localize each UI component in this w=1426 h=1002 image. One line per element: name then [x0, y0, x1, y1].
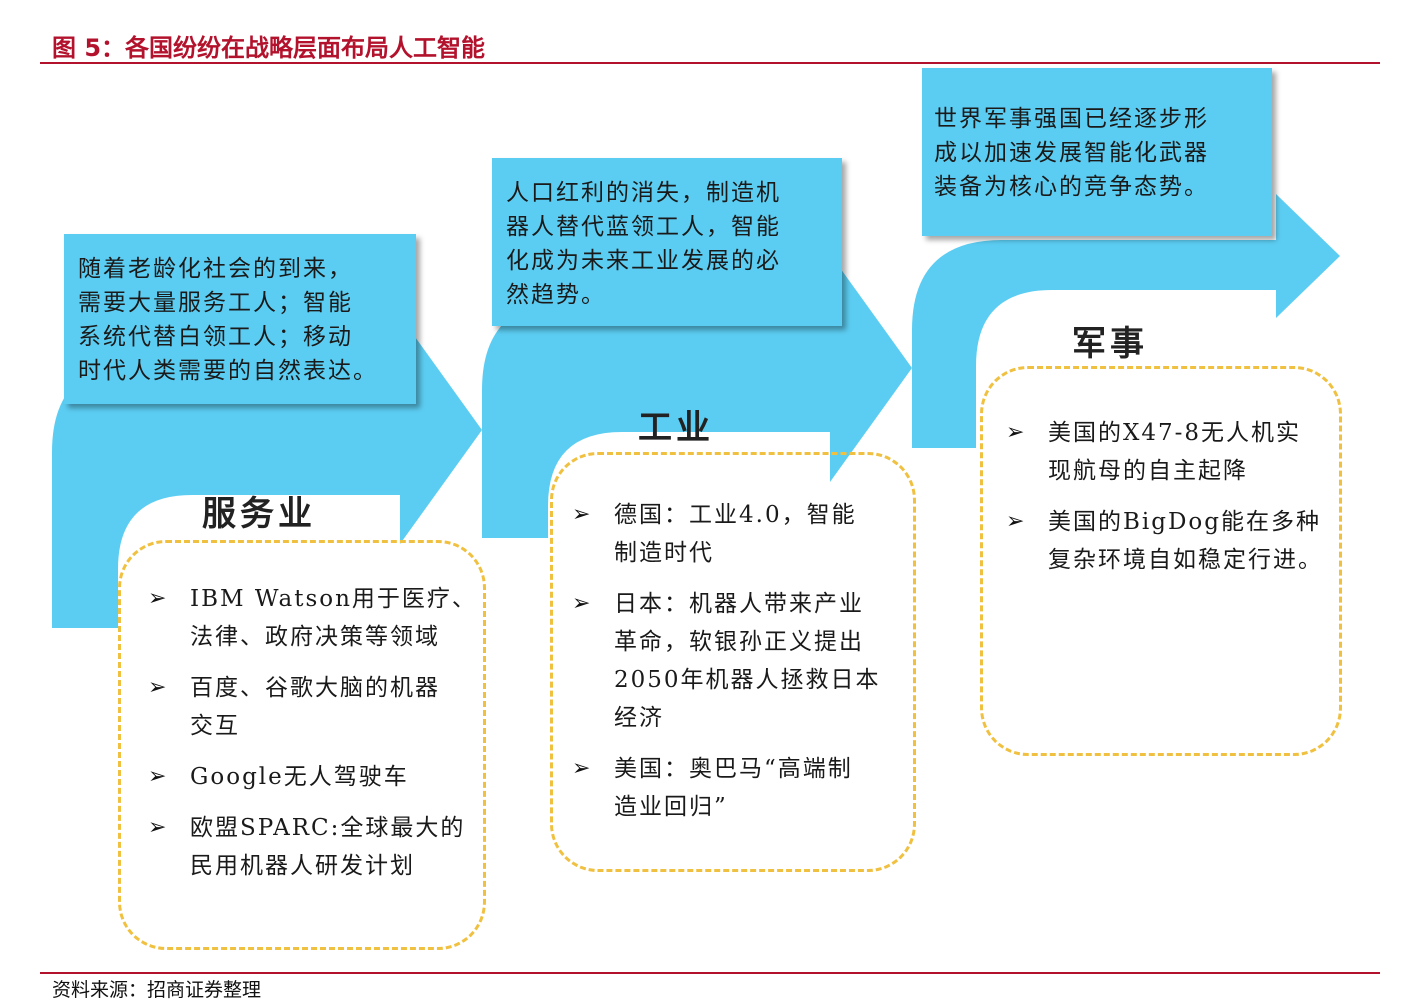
- service-examples-box: [118, 540, 486, 950]
- arrow-bullet-icon: ➢: [1006, 509, 1027, 534]
- bullet-line: 交互: [190, 713, 240, 739]
- list-item: ➢ 美国的BigDog能在多种 复杂环境自如稳定行进。: [1006, 503, 1323, 579]
- top-divider: [40, 62, 1380, 64]
- bullet-line: 经济: [614, 705, 664, 731]
- bullet-line: 美国的BigDog能在多种: [1048, 509, 1321, 535]
- bullet-line: 复杂环境自如稳定行进。: [1048, 547, 1323, 573]
- callout-line: 世界军事强国已经逐步形: [934, 106, 1209, 132]
- bullet-line: 百度、谷歌大脑的机器: [190, 675, 440, 701]
- bullet-line: 欧盟SPARC:全球最大的: [190, 815, 466, 841]
- bullet-line: 法律、政府决策等领域: [190, 624, 440, 650]
- callout-line: 系统代替白领工人；移动: [78, 324, 353, 350]
- callout-line: 装备为核心的竞争态势。: [934, 174, 1209, 200]
- industry-bullet-list: ➢ 德国：工业4.0，智能 制造时代 ➢ 日本：机器人带来产业 革命，软银孙正义…: [572, 496, 881, 839]
- callout-line: 需要大量服务工人；智能: [78, 290, 353, 316]
- arrow-military: [912, 194, 1340, 448]
- military-examples-box: [980, 366, 1342, 756]
- callout-military: 世界军事强国已经逐步形 成以加速发展智能化武器 装备为核心的竞争态势。: [922, 68, 1272, 236]
- bullet-line: 民用机器人研发计划: [190, 853, 415, 879]
- arrow-bullet-icon: ➢: [572, 591, 593, 616]
- bullet-line: 制造时代: [614, 540, 714, 566]
- callout-line: 时代人类需要的自然表达。: [78, 358, 378, 384]
- list-item: ➢ 日本：机器人带来产业 革命，软银孙正义提出 2050年机器人拯救日本 经济: [572, 585, 881, 737]
- stage-title-military: 军事: [1072, 324, 1148, 364]
- arrow-bullet-icon: ➢: [148, 764, 169, 789]
- callout-line: 然趋势。: [506, 282, 606, 308]
- list-item: ➢ 欧盟SPARC:全球最大的 民用机器人研发计划: [148, 809, 477, 885]
- source-note: 资料来源：招商证券整理: [52, 979, 262, 1001]
- arrow-bullet-icon: ➢: [148, 586, 169, 611]
- stage-title-service: 服务业: [202, 494, 316, 534]
- bullet-line: 日本：机器人带来产业: [614, 591, 864, 617]
- arrow-bullet-icon: ➢: [572, 502, 593, 527]
- list-item: ➢ Google无人驾驶车: [148, 758, 477, 796]
- callout-line: 器人替代蓝领工人，智能: [506, 214, 781, 240]
- bullet-line: 美国：奥巴马“高端制: [614, 756, 853, 782]
- bullet-line: 美国的X47-8无人机实: [1048, 420, 1302, 446]
- callout-service: 随着老龄化社会的到来， 需要大量服务工人；智能 系统代替白领工人；移动 时代人类…: [64, 234, 416, 404]
- bullet-line: 德国：工业4.0，智能: [614, 502, 857, 528]
- bullet-line: IBM Watson用于医疗、: [190, 586, 477, 612]
- arrow-bullet-icon: ➢: [148, 815, 169, 840]
- bullet-line: 造业回归”: [614, 794, 728, 820]
- service-bullet-list: ➢ IBM Watson用于医疗、 法律、政府决策等领域 ➢ 百度、谷歌大脑的机…: [148, 580, 477, 898]
- arrow-bullet-icon: ➢: [1006, 420, 1027, 445]
- industry-examples-box: [550, 452, 916, 872]
- list-item: ➢ 美国：奥巴马“高端制 造业回归”: [572, 750, 881, 826]
- bullet-line: Google无人驾驶车: [190, 764, 409, 790]
- figure-title: 图 5：各国纷纷在战略层面布局人工智能: [52, 34, 486, 62]
- bullet-line: 2050年机器人拯救日本: [614, 667, 881, 693]
- bottom-divider: [40, 972, 1380, 974]
- bullet-line: 革命，软银孙正义提出: [614, 629, 864, 655]
- arrow-bullet-icon: ➢: [148, 675, 169, 700]
- callout-line: 随着老龄化社会的到来，: [78, 256, 353, 282]
- stage-title-industry: 工业: [638, 408, 714, 448]
- military-bullet-list: ➢ 美国的X47-8无人机实 现航母的自主起降 ➢ 美国的BigDog能在多种 …: [1006, 414, 1323, 592]
- list-item: ➢ 百度、谷歌大脑的机器 交互: [148, 669, 477, 745]
- callout-line: 成以加速发展智能化武器: [934, 140, 1209, 166]
- list-item: ➢ IBM Watson用于医疗、 法律、政府决策等领域: [148, 580, 477, 656]
- callout-industry: 人口红利的消失，制造机 器人替代蓝领工人，智能 化成为未来工业发展的必 然趋势。: [492, 158, 842, 326]
- list-item: ➢ 美国的X47-8无人机实 现航母的自主起降: [1006, 414, 1323, 490]
- callout-line: 化成为未来工业发展的必: [506, 248, 781, 274]
- list-item: ➢ 德国：工业4.0，智能 制造时代: [572, 496, 881, 572]
- arrow-bullet-icon: ➢: [572, 756, 593, 781]
- callout-line: 人口红利的消失，制造机: [506, 180, 781, 206]
- bullet-line: 现航母的自主起降: [1048, 458, 1248, 484]
